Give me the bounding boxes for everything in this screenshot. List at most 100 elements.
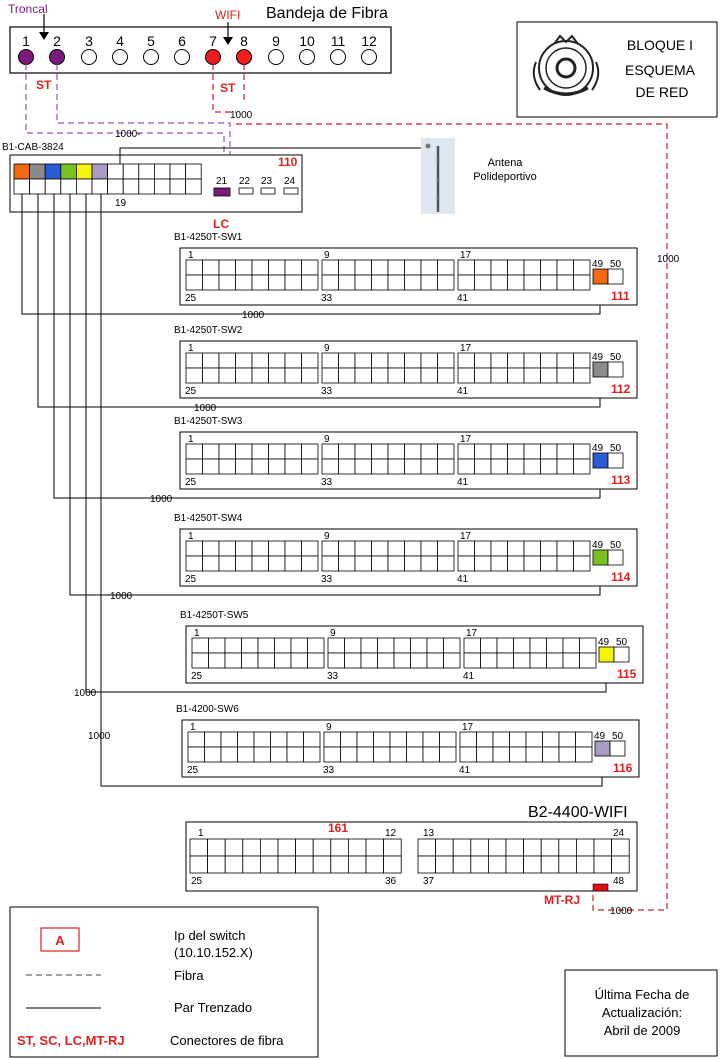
- mtrj-label: MT-RJ: [544, 893, 580, 907]
- switch-port: [509, 731, 527, 748]
- switch-port: [251, 458, 269, 475]
- switch-port: [437, 259, 455, 276]
- switch-port: [253, 746, 271, 763]
- switch-sfp-empty: [607, 452, 624, 469]
- switch-port: [323, 731, 341, 748]
- switch-port: [202, 367, 220, 384]
- cab-name: B1-CAB-3824: [2, 142, 64, 153]
- switch-sfp-empty: [607, 549, 624, 566]
- switch-port: [202, 443, 220, 460]
- st-right-label: ST: [220, 81, 236, 95]
- cab-lower-port: [13, 178, 31, 195]
- switch-port: [303, 746, 321, 763]
- switch-port: [218, 540, 236, 557]
- switch-sfp-label: 50: [610, 259, 622, 270]
- wifi-side-dist-label: 1000: [657, 254, 680, 265]
- switch-port: [218, 555, 236, 572]
- switch-port: [556, 259, 574, 276]
- cab-port24-label: 24: [284, 176, 296, 187]
- switch-port: [420, 352, 438, 369]
- wifi-port: [295, 855, 314, 874]
- tray-port: [81, 49, 97, 65]
- st-left-label: ST: [36, 78, 52, 92]
- switch-port: [540, 367, 558, 384]
- wifi-port: [224, 838, 244, 857]
- tray-port: [18, 49, 34, 65]
- wifi-fiber-a: [212, 64, 236, 113]
- cab-upper-port: [76, 163, 93, 180]
- legend-connectors: Conectores de fibra: [170, 1033, 284, 1048]
- switch-port: [251, 555, 269, 572]
- switch-port: [251, 367, 269, 384]
- tray-port: [49, 49, 65, 65]
- switch-port: [507, 259, 525, 276]
- switch-port: [474, 458, 492, 475]
- switch-port: [235, 259, 253, 276]
- tray-port-number: 6: [178, 33, 186, 49]
- copper-dist-label: 1000: [110, 591, 133, 602]
- switch-port: [187, 746, 205, 763]
- cab-lower-port: [76, 178, 93, 195]
- switch-port: [185, 540, 203, 557]
- switch-port: [268, 458, 286, 475]
- switch-port-label: 1: [190, 722, 196, 733]
- wifi-port: [505, 838, 525, 857]
- switch-port: [274, 652, 292, 669]
- wifi-n36: 36: [385, 876, 397, 887]
- cab-upper-port: [91, 163, 109, 180]
- switch-port: [406, 746, 424, 763]
- wifi-port: [259, 855, 279, 874]
- switch-port: [301, 555, 319, 572]
- switch-ip: 111: [611, 289, 630, 303]
- wifi-port: [365, 855, 385, 874]
- wifi-port: [558, 855, 577, 874]
- switch-port: [284, 274, 302, 291]
- switch-port: [185, 259, 203, 276]
- switch-port: [507, 555, 525, 572]
- switch-port: [490, 259, 508, 276]
- copper-dist-label: 1000: [194, 403, 217, 414]
- antenna-link: [119, 147, 428, 164]
- switch-port: [523, 367, 541, 384]
- switch-port: [476, 746, 494, 763]
- switch-port: [202, 259, 220, 276]
- switch-port: [268, 443, 286, 460]
- switch-port: [360, 637, 378, 654]
- switch-port-label: 41: [457, 477, 469, 488]
- switch-port: [575, 746, 593, 763]
- switch-port: [235, 274, 253, 291]
- wifi-n12: 12: [385, 828, 397, 839]
- switch-port: [579, 637, 597, 654]
- switch-port: [410, 637, 428, 654]
- switch-port-label: 17: [460, 250, 472, 261]
- legend-par: Par Trenzado: [174, 1000, 252, 1015]
- switch-port: [496, 637, 514, 654]
- switch-port: [338, 458, 356, 475]
- switch-port: [185, 458, 203, 475]
- switch-port: [371, 274, 389, 291]
- cab-upper-port: [13, 163, 31, 180]
- tray-port-number: 4: [116, 33, 124, 49]
- wifi-port: [470, 838, 489, 857]
- wifi-n25: 25: [191, 876, 203, 887]
- switch-uplink-sfp: [592, 452, 609, 469]
- switch-port: [573, 367, 591, 384]
- switch-port: [404, 458, 422, 475]
- switch-port: [202, 458, 220, 475]
- wifi-port: [540, 855, 560, 874]
- switch-port-label: 33: [321, 574, 333, 585]
- switch-port: [268, 352, 286, 369]
- switch-uplink-sfp: [594, 740, 611, 757]
- switch-port: [562, 652, 580, 669]
- switch-port: [540, 274, 558, 291]
- switch-port: [268, 367, 286, 384]
- switch-sfp-label: 50: [610, 540, 622, 551]
- cab-lower-port: [91, 178, 109, 195]
- wifi-switch-ip: 161: [328, 821, 348, 835]
- switch-port: [476, 731, 494, 748]
- switch-port: [426, 652, 444, 669]
- wifi-port: [558, 838, 577, 857]
- legend-ip-line1: Ip del switch: [174, 928, 246, 943]
- switch-sfp-empty: [609, 740, 626, 757]
- switch-port: [404, 540, 422, 557]
